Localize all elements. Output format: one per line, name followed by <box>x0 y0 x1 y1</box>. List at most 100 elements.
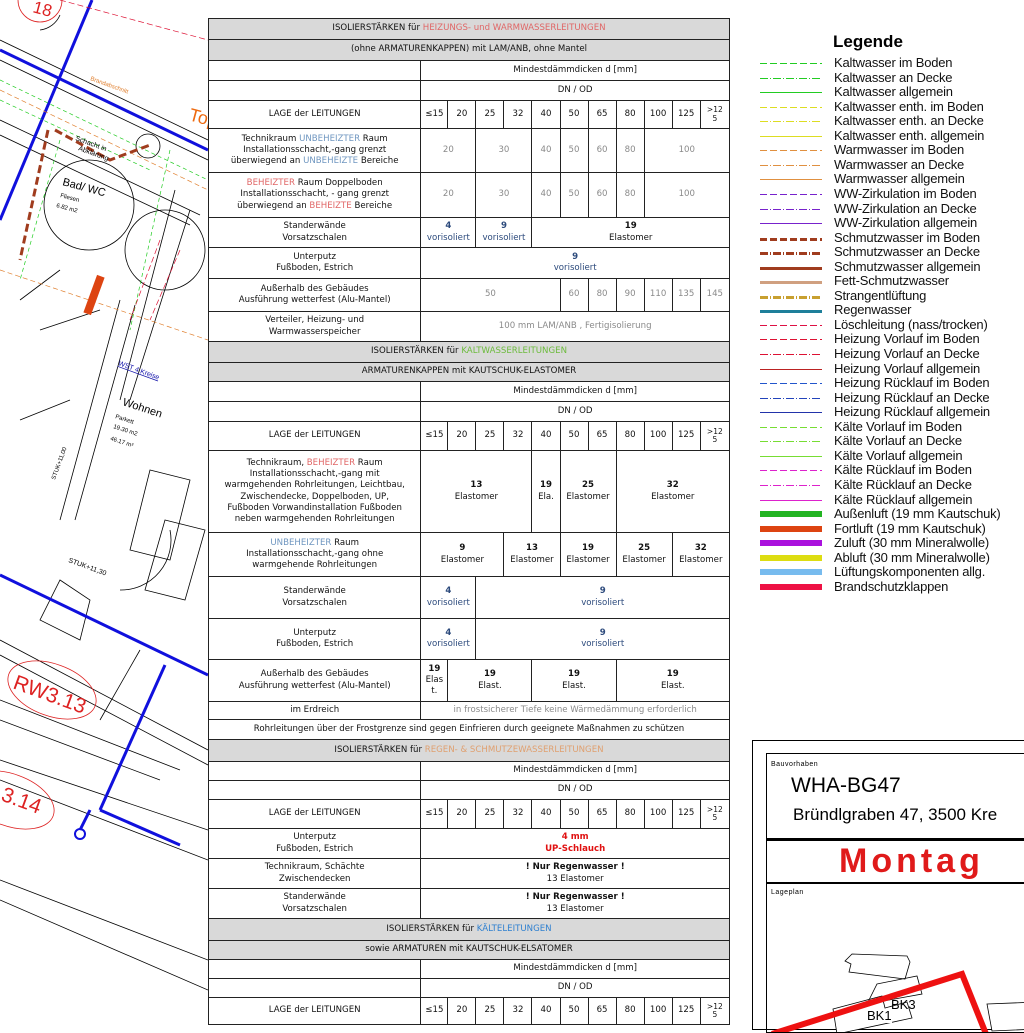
value-cell: 60 <box>559 278 589 312</box>
value-cell: 13 Elastomer <box>420 450 533 533</box>
value-cell: 100 mm LAM/ANB , Fertigisolierung <box>420 311 730 342</box>
text-segment: Technikraum, Schächte Zwischendecken <box>264 862 365 884</box>
value-text: 30 <box>498 189 510 200</box>
legend-label: Kaltwasser an Decke <box>834 69 953 85</box>
value-text: Elastomer <box>622 554 666 565</box>
value-cell: 100 <box>643 128 731 173</box>
value-cell: 80 <box>587 278 617 312</box>
legend-title: Legende <box>833 32 903 51</box>
value-text: 60 <box>596 144 608 155</box>
legend-item: Strangentlüftung <box>758 288 1024 303</box>
dn-column-header: >12 5 <box>699 997 731 1025</box>
value-cell: 30 <box>475 128 533 173</box>
dn-column-header: 50 <box>559 799 589 829</box>
legend-swatch <box>760 525 822 532</box>
floor-plan-drawing: Bad/ WC Fliesen 6.82 m2 Wohnen Parkett 1… <box>0 0 208 991</box>
text-segment: Technikraum, <box>246 457 307 468</box>
section-heading: ISOLIERSTÄRKEN für KALTWASSERLEITUNGEN <box>208 341 730 363</box>
dn-column-header: 100 <box>643 100 673 129</box>
legend-label: Schmutzwasser im Boden <box>834 229 980 245</box>
section-heading: ISOLIERSTÄRKEN für REGEN- & SCHMUTZEWASS… <box>208 739 730 762</box>
dn-column-header: 20 <box>447 421 477 451</box>
legend-item: Schmutzwasser an Decke <box>758 244 1024 259</box>
value-text: 9 <box>500 221 507 232</box>
min-thickness-header: Mindestdämmdicken d [mm] <box>420 381 730 402</box>
value-text: 4 <box>445 586 452 597</box>
value-text: Elastomer <box>566 554 610 565</box>
value-cell: 50 <box>559 172 589 218</box>
legend-line-icon <box>760 63 822 64</box>
text-segment: BEHEIZTER <box>306 457 356 468</box>
row-label: BEHEIZTER Raum Doppelboden Installations… <box>207 172 422 218</box>
table-row: Außerhalb des Gebäudes Ausführung wetter… <box>207 659 731 702</box>
project-address: Bründlgraben 47, 3500 Kre <box>793 805 998 824</box>
text-segment: Raum Installationsschacht,-gang grenzt ü… <box>230 133 388 167</box>
dn-column-header: 25 <box>475 799 505 829</box>
legend-item: Warmwasser allgemein <box>758 171 1024 187</box>
legend-line-icon <box>760 324 822 326</box>
legend-line-icon <box>760 383 822 385</box>
legend-label: Heizung Rücklauf im Boden <box>834 375 990 391</box>
table-row: Mindestdämmdicken d [mm] <box>207 761 730 781</box>
text-segment: Raum Installationsschacht,-gang ohne war… <box>246 537 384 571</box>
legend-line-icon <box>760 281 822 285</box>
value-text: 9 <box>572 251 579 262</box>
value-text: 80 <box>624 189 636 200</box>
table-row: Rohrleitungen über der Frostgrenze sind … <box>208 719 730 740</box>
value-text: 80 <box>596 289 608 300</box>
value-cell: 4 vorisoliert <box>420 217 477 248</box>
legend-label: Löschleitung (nass/trocken) <box>834 316 988 332</box>
legend-label: Kaltwasser enth. im Boden <box>834 98 984 114</box>
value-text: Elas <box>425 674 444 685</box>
dn-column-header: 80 <box>615 799 645 829</box>
text-segment: Standerwände Vorsatzschalen <box>282 586 347 608</box>
text-segment: sowie ARMATUREN mit KAUTSCHUK-ELSATOMER <box>365 944 573 955</box>
section-heading: ARMATURENKAPPEN mit KAUTSCHUK-ELASTOMER <box>208 362 730 382</box>
legend-label: Kälte Vorlauf im Boden <box>834 418 962 434</box>
value-cell: in frostsicherer Tiefe keine Wärmedämmun… <box>420 701 730 720</box>
value-text: Elastomer <box>454 491 499 502</box>
svg-text:18: 18 <box>31 0 54 21</box>
legend-label: WW-Zirkulation an Decke <box>834 200 977 216</box>
text-segment: HEIZUNGS- und WARMWASSERLEITUNGEN <box>422 23 606 34</box>
legend-line-icon <box>760 92 822 94</box>
value-cell: 25 Elastomer <box>615 532 673 577</box>
value-text: vorisoliert <box>553 263 597 273</box>
legend-item: WW-Zirkulation an Decke <box>758 200 1024 216</box>
dn-column-header: ≤15 <box>420 421 449 451</box>
value-text: Elast. <box>660 680 685 691</box>
value-text: 25 <box>638 543 651 554</box>
legend-label: Kälte Rücklauf allgemein <box>834 491 973 507</box>
value-text: 40 <box>540 189 552 200</box>
legend-swatch <box>760 583 822 590</box>
text-segment: Außerhalb des Gebäudes Ausführung wetter… <box>238 283 391 305</box>
legend-item: WW-Zirkulation im Boden <box>758 186 1024 201</box>
legend-line-icon <box>760 252 822 256</box>
value-cell: ! Nur Regenwasser ! 13 Elastomer <box>420 858 730 889</box>
value-text: 19 <box>568 669 580 680</box>
legend-label: Warmwasser allgemein <box>834 171 965 187</box>
value-text: 50 <box>568 189 580 200</box>
value-cell: 4 mm UP-Schlauch <box>420 828 730 859</box>
legend-item: Kälte Rücklauf an Decke <box>758 477 1024 492</box>
text-segment: Standerwände Vorsatzschalen <box>282 221 347 243</box>
value-cell: 20 <box>420 128 477 173</box>
dn-column-header: 65 <box>587 100 617 129</box>
dn-column-header: 32 <box>503 421 533 451</box>
row-label: Unterputz Fußboden, Estrich <box>207 618 422 660</box>
legend-item: Kälte Vorlauf an Decke <box>758 433 1024 448</box>
row-label: Standerwände Vorsatzschalen <box>207 217 422 248</box>
legend-label: Heizung Vorlauf im Boden <box>834 331 980 347</box>
dn-column-header: 32 <box>503 100 533 129</box>
value-text: Elastomer <box>566 491 610 502</box>
divider <box>767 838 1024 841</box>
legend-item: Kälte Vorlauf allgemein <box>758 448 1024 463</box>
label-cell <box>207 401 422 422</box>
dn-column-header: 65 <box>587 997 617 1025</box>
dn-column-header: 65 <box>587 421 617 451</box>
legend-swatch <box>760 554 822 561</box>
dn-column-header: 80 <box>615 421 645 451</box>
table-row: Technikraum UNBEHEIZTER Raum Installatio… <box>207 128 731 173</box>
legend-line-icon <box>760 397 822 399</box>
